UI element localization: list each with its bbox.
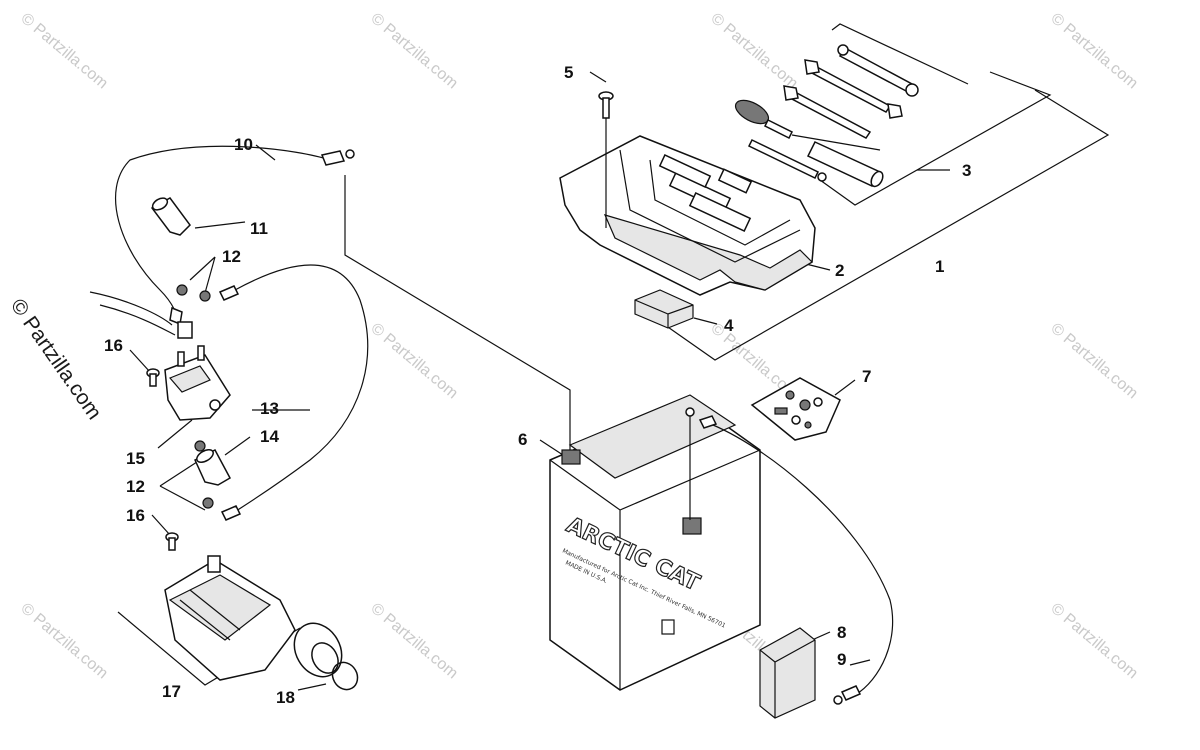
side-watermark: © Partzilla.com: [6, 295, 106, 424]
watermark: © Partzilla.com: [367, 600, 461, 682]
callout-10: 10: [234, 135, 253, 154]
callout-2: 2: [835, 261, 844, 280]
foam-block: [759, 627, 816, 719]
watermark: © Partzilla.com: [707, 10, 801, 92]
callout-1: 1: [935, 257, 944, 276]
watermark: © Partzilla.com: [17, 600, 111, 682]
callouts: 1 2 3 4 5 6 7 8 9 10 11 12 13 14 15 12 1…: [104, 63, 971, 707]
callout-17: 17: [162, 682, 181, 701]
tool-set: [734, 23, 969, 188]
watermark: © Partzilla.com: [367, 10, 461, 92]
callout-15: 15: [126, 449, 145, 468]
watermark: © Partzilla.com: [17, 10, 111, 92]
o-ring: [331, 661, 359, 691]
terminal-boot-lower: [194, 449, 232, 486]
callout-4: 4: [724, 316, 734, 335]
bolts: [146, 368, 179, 551]
callout-14: 14: [260, 427, 279, 446]
callout-8: 8: [837, 623, 846, 642]
callout-6: 6: [518, 430, 527, 449]
callout-5: 5: [564, 63, 573, 82]
nuts: [176, 284, 214, 509]
terminal-boot: [150, 197, 191, 236]
callout-11: 11: [250, 219, 268, 238]
starter-motor: [164, 555, 343, 681]
tool-tray: [559, 135, 816, 296]
watermark: © Partzilla.com: [1047, 600, 1141, 682]
screw: [598, 91, 614, 228]
watermark: © Partzilla.com: [1047, 10, 1141, 92]
callout-16-lower: 16: [126, 506, 145, 525]
callout-7: 7: [862, 367, 871, 386]
cables: [89, 145, 894, 705]
callout-3: 3: [962, 161, 971, 180]
watermark: © Partzilla.com: [1047, 320, 1141, 402]
callout-12: 12: [222, 247, 241, 266]
callout-12-lower: 12: [126, 477, 145, 496]
callout-13: 13: [260, 399, 279, 418]
hardware-kit: [750, 377, 841, 441]
foam-pad: [634, 289, 694, 329]
battery: ARCTIC CAT Manufactured for Arctic Cat I…: [549, 394, 761, 691]
leader-lines: [117, 71, 1110, 691]
starter-solenoid: [164, 321, 231, 421]
callout-9: 9: [837, 650, 846, 669]
callout-18: 18: [276, 688, 295, 707]
callout-16: 16: [104, 336, 123, 355]
watermark: © Partzilla.com: [367, 320, 461, 402]
